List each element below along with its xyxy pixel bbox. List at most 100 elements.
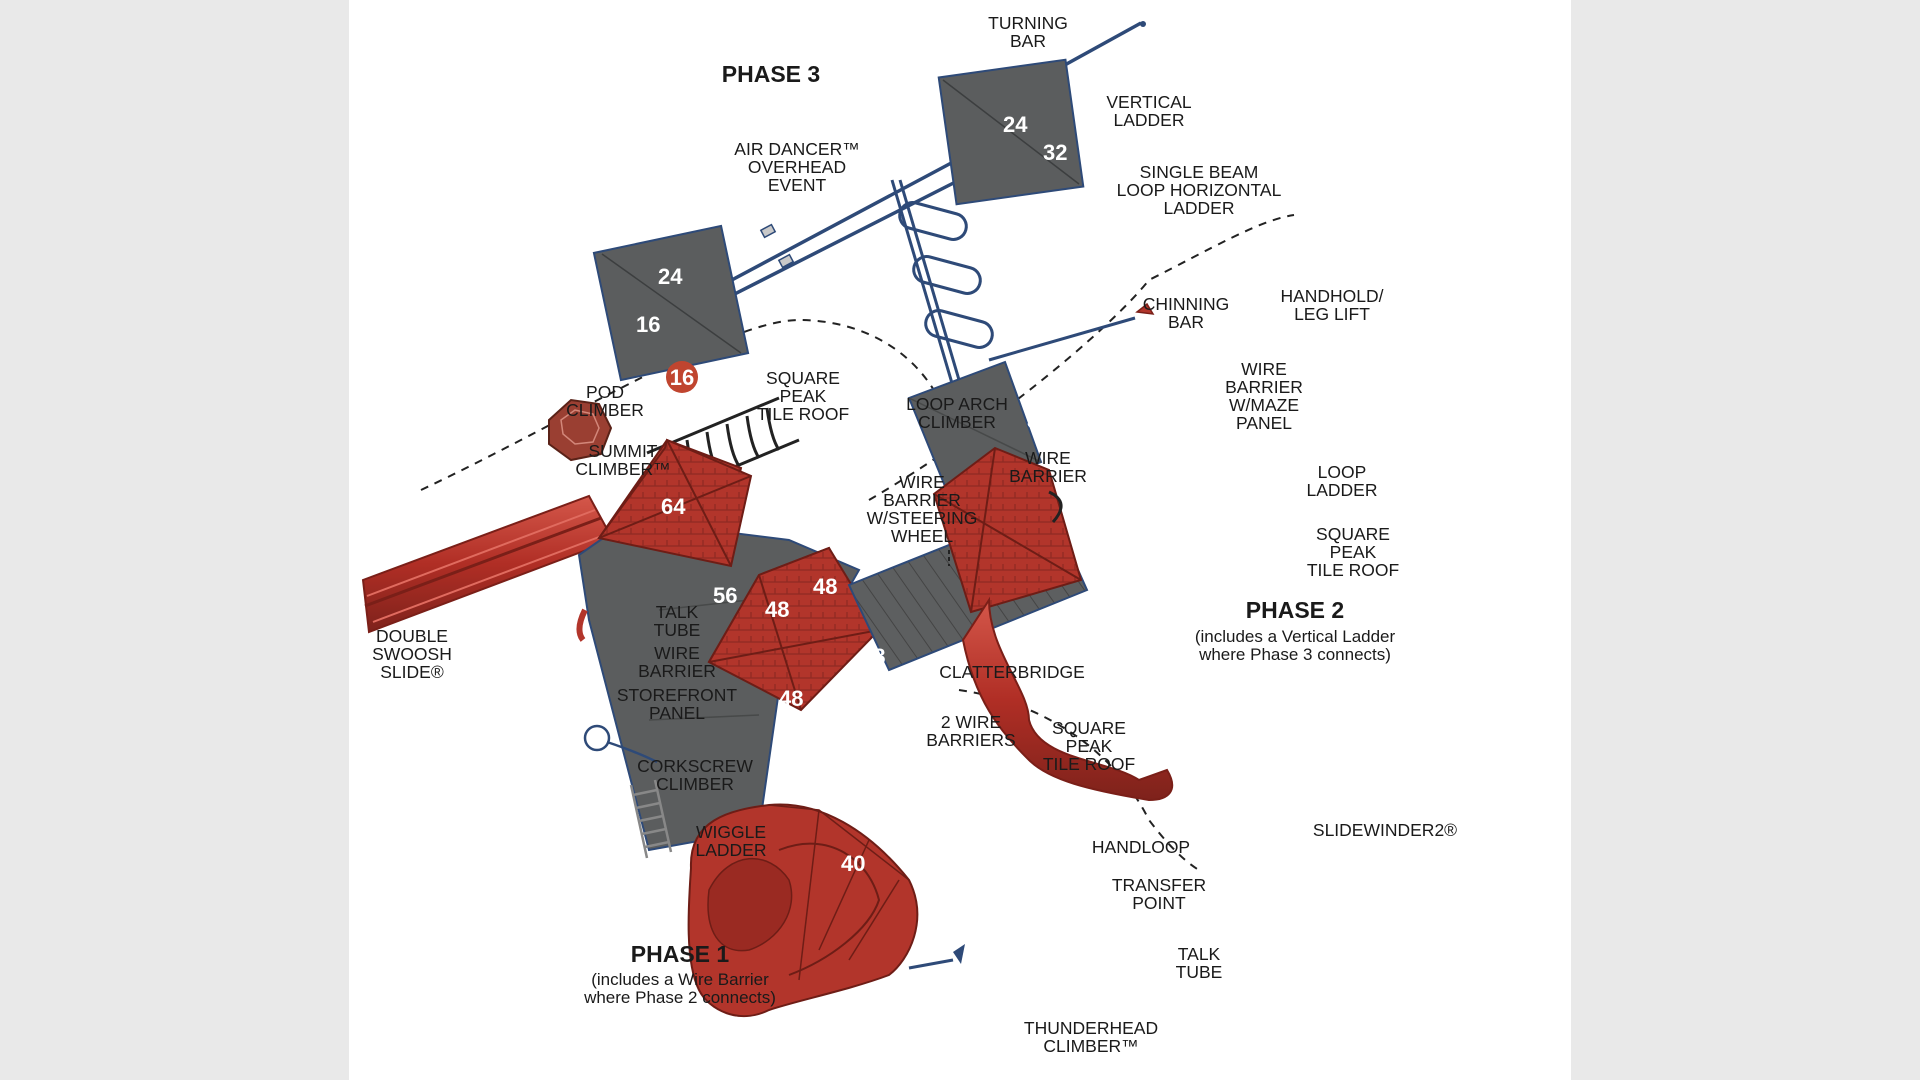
label-line: VERTICAL <box>1106 92 1192 112</box>
phase1-note: (includes a Wire Barrier where Phase 2 c… <box>583 970 776 1007</box>
label-line: CLIMBER™ <box>1043 1036 1138 1056</box>
label-line: LOOP HORIZONTAL <box>1117 180 1282 200</box>
height-label: 32 <box>910 831 934 856</box>
label-line: SINGLE BEAM <box>1140 162 1259 182</box>
height-label: 48 <box>861 644 885 669</box>
pod-summit-climber <box>548 398 613 462</box>
label-line: CLIMBER™ <box>575 459 670 479</box>
phase1-title: PHASE 1 <box>631 941 730 967</box>
label-square-peak-1: SQUARE PEAK TILE ROOF <box>757 368 849 424</box>
label-line: SWOOSH <box>372 644 452 664</box>
label-clatterbridge: CLATTERBRIDGE <box>939 662 1085 682</box>
label-line: BARRIER <box>638 661 716 681</box>
loop-horizontal-ladder <box>890 179 994 391</box>
label-loop-arch: LOOP ARCH CLIMBER <box>906 394 1008 432</box>
roof-48-right <box>932 446 1083 614</box>
label-pod-climber: POD CLIMBER <box>566 382 644 420</box>
label-thunderhead: THUNDERHEAD CLIMBER™ <box>1024 1018 1158 1056</box>
label-line: TALK <box>656 602 699 622</box>
label-storefront: STOREFRONT PANEL <box>617 685 738 723</box>
height-label: 16 <box>670 365 694 390</box>
label-line: LEG LIFT <box>1294 304 1370 324</box>
height-label: 48 <box>1093 516 1117 541</box>
phase2-title: PHASE 2 <box>1246 597 1344 623</box>
label-handhold: HANDHOLD/ LEG LIFT <box>1280 286 1383 324</box>
label-line: BAR <box>1168 312 1204 332</box>
label-line: TALK <box>1178 944 1221 964</box>
label-line: WIGGLE <box>696 822 766 842</box>
label-line: WIRE <box>1025 448 1071 468</box>
height-label: 40 <box>841 851 865 876</box>
storefront-panel <box>576 608 588 642</box>
handhold-grip <box>1135 302 1155 315</box>
label-line: STOREFRONT <box>617 685 738 705</box>
label-line: CLIMBER <box>656 774 734 794</box>
callouts: TURNING BAR VERTICAL LADDER AIR DANCER™ … <box>372 13 1457 1056</box>
slidewinder-slide <box>961 596 1174 802</box>
label-wire-barrier-top: WIRE BARRIER <box>1009 448 1087 486</box>
label-line: TURNING <box>988 13 1068 33</box>
loop-ladder <box>1048 490 1063 524</box>
label-line: EVENT <box>768 175 827 195</box>
height-label: 56 <box>713 583 737 608</box>
height-label: 8 <box>969 963 981 988</box>
height-label: 64 <box>661 494 686 519</box>
label-line: BARRIER <box>883 490 961 510</box>
phase3-left-deck <box>592 224 750 382</box>
label-summit-climber: SUMMIT CLIMBER™ <box>575 441 670 479</box>
label-line: BAR <box>1010 31 1046 51</box>
note-line: where Phase 3 connects) <box>1198 645 1391 664</box>
label-line: BARRIER <box>1225 377 1303 397</box>
air-dancer-handles <box>759 223 795 269</box>
talk-tube-2 <box>908 944 965 970</box>
label-talk-tube-1: TALK TUBE <box>654 602 701 640</box>
label-line: WHEEL <box>891 526 954 546</box>
label-loop-ladder: LOOP LADDER <box>1307 462 1378 500</box>
label-wire-barrier-wheel: WIRE BARRIER W/STEERING WHEEL <box>867 472 978 546</box>
label-corkscrew: CORKSCREW CLIMBER <box>637 756 753 794</box>
height-label: 48 <box>813 574 837 599</box>
label-line: LADDER <box>1307 480 1378 500</box>
label-line: PEAK <box>1330 542 1377 562</box>
label-line: POINT <box>1132 893 1186 913</box>
label-vertical-ladder: VERTICAL LADDER <box>1106 92 1192 130</box>
label-line: TUBE <box>654 620 701 640</box>
label-line: POD <box>586 382 624 402</box>
note-line: where Phase 2 connects) <box>583 988 776 1007</box>
double-swoosh-slide <box>361 494 615 634</box>
label-line: BARRIER <box>1009 466 1087 486</box>
chinning-bar <box>988 316 1136 362</box>
phase3-top-deck <box>937 58 1085 206</box>
pod-badge <box>666 361 698 393</box>
phase2-note: (includes a Vertical Ladder where Phase … <box>1195 627 1396 664</box>
label-line: TILE ROOF <box>1043 754 1135 774</box>
height-label: 16 <box>978 903 1002 928</box>
label-line: LADDER <box>1164 198 1235 218</box>
label-air-dancer: AIR DANCER™ OVERHEAD EVENT <box>734 139 859 195</box>
label-turning-bar: TURNING BAR <box>988 13 1068 51</box>
height-label: 40 <box>1079 422 1103 447</box>
label-line: PEAK <box>1066 736 1113 756</box>
label-line: SQUARE <box>766 368 840 388</box>
label-single-beam: SINGLE BEAM LOOP HORIZONTAL LADDER <box>1117 162 1282 218</box>
label-transfer-point: TRANSFER POINT <box>1112 875 1206 913</box>
label-square-peak-2: SQUARE PEAK TILE ROOF <box>1307 524 1399 580</box>
label-line: HANDLOOP <box>1092 837 1190 857</box>
label-line: DOUBLE <box>376 626 448 646</box>
label-handloop: HANDLOOP <box>1092 837 1190 857</box>
deck-heights: 24 32 24 16 16 64 56 48 48 48 48 48 32 4… <box>636 112 1117 988</box>
phase3-title: PHASE 3 <box>722 61 820 87</box>
label-line: PANEL <box>1236 413 1292 433</box>
roof-64 <box>597 438 753 568</box>
diagram-canvas: 24 32 24 16 16 64 56 48 48 48 48 48 32 4… <box>349 0 1571 1080</box>
label-wire-barrier-maze: WIRE BARRIER W/MAZE PANEL <box>1225 359 1303 433</box>
label-square-peak-3: SQUARE PEAK TILE ROOF <box>1043 718 1135 774</box>
label-line: TUBE <box>1176 962 1223 982</box>
label-line: 2 WIRE <box>941 712 1001 732</box>
label-wire-barrier-left: WIRE BARRIER <box>638 643 716 681</box>
label-line: HANDHOLD/ <box>1280 286 1383 306</box>
label-line: LOOP <box>1318 462 1367 482</box>
label-line: CORKSCREW <box>637 756 753 776</box>
label-line: WIRE <box>899 472 945 492</box>
height-label: 24 <box>950 853 975 878</box>
